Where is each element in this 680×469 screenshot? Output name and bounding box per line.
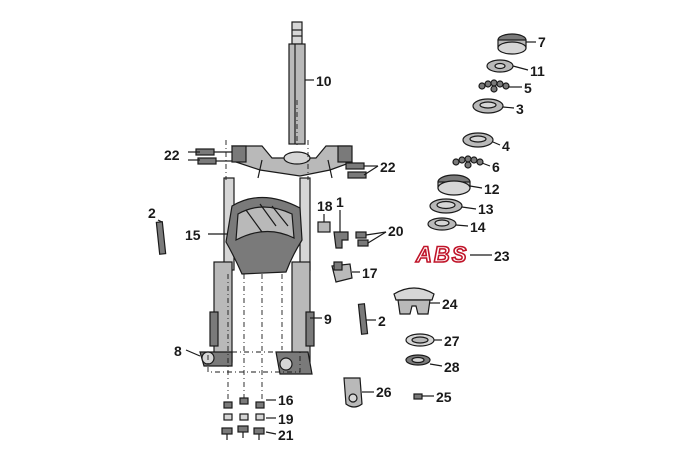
callout-27: 27 [444,333,460,349]
callout-1: 1 [336,194,344,210]
callout-6: 6 [492,159,500,175]
callout-23: 23 [494,248,510,264]
bearing-stack [427,33,527,231]
brake-hose-parts [317,221,369,283]
fork-leg-left [199,177,235,367]
pin-left [155,221,167,255]
callout-9: 9 [324,311,332,327]
callout-10: 10 [316,73,332,89]
front-fender [225,196,303,275]
callout-24: 24 [442,296,458,312]
callout-25: 25 [436,389,452,405]
axle-guide [207,100,309,400]
callout-22-left: 22 [164,147,180,163]
callout-labels: 10 22 22 2 15 18 1 20 17 2 9 8 16 19 21 … [148,34,546,443]
pin-right [357,303,369,335]
callout-13: 13 [478,201,494,217]
triple-clamp [231,145,353,179]
cap-clip [393,287,435,315]
callout-28: 28 [444,359,460,375]
callout-19: 19 [278,411,294,427]
callout-17: 17 [362,265,378,281]
callout-11: 11 [530,63,545,79]
clamp-bolts-left [195,148,232,165]
callout-16: 16 [278,392,294,408]
hose-clamp [343,377,363,408]
abs-logo: ABS [415,242,468,267]
callout-8: 8 [174,343,182,359]
clamp-bolts-right [345,162,367,179]
seal-rings [405,333,435,366]
callout-2-left: 2 [148,205,156,221]
callout-2-right: 2 [378,313,386,329]
callout-21: 21 [278,427,294,443]
leader-lines [157,41,536,435]
callout-26: 26 [376,384,392,400]
small-screw [413,393,423,400]
callout-4: 4 [502,138,510,154]
callout-3: 3 [516,101,524,117]
callout-22-right: 22 [380,159,396,175]
callout-7: 7 [538,34,546,50]
callout-5: 5 [524,80,532,96]
callout-20: 20 [388,223,404,239]
lower-fasteners [221,397,265,440]
callout-18: 18 [317,198,333,214]
fork-leg-right [275,177,315,375]
ball-race-lower [452,155,484,169]
callout-12: 12 [484,181,500,197]
ball-race-upper [478,79,510,93]
callout-15: 15 [185,227,201,243]
callout-14: 14 [470,219,486,235]
